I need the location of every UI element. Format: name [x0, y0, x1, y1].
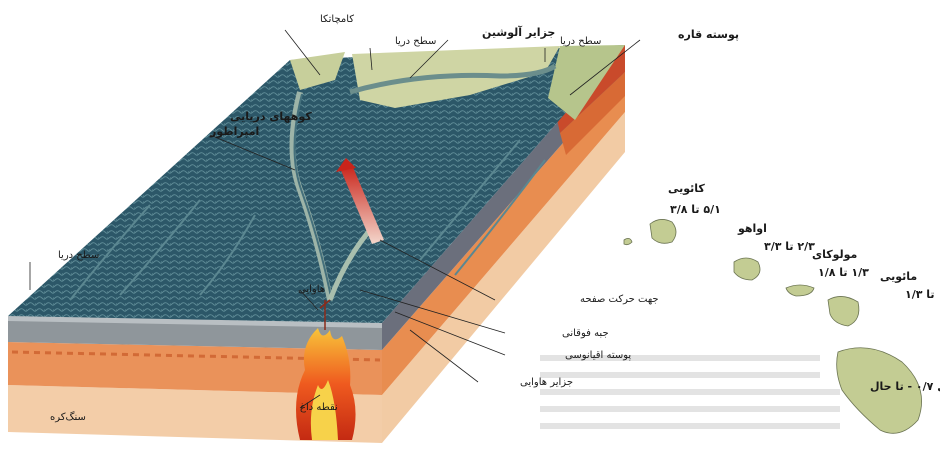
bg-text-line	[540, 406, 840, 412]
label-kamchatka: کامچاتکا	[320, 14, 354, 25]
kauai-island	[650, 219, 676, 243]
label-kauai-age: ۵/۱ تا ۳/۸	[670, 203, 721, 216]
label-sea-level-1: سطح دریا	[395, 36, 436, 47]
label-big-island: هاوایی ۰/۷ - تا حال	[870, 380, 940, 393]
bg-text-line	[540, 389, 840, 395]
label-molokai-name: مولوکای	[812, 248, 857, 261]
label-maui-name: مائویی	[880, 270, 917, 283]
label-molokai-age: ۱/۳ تا ۱/۸	[818, 266, 869, 279]
label-continental-crust: پوسته قاره	[678, 28, 739, 41]
maui-island	[828, 296, 859, 326]
molokai-island	[786, 285, 814, 296]
label-seamounts-line1: کوههای دریایی	[230, 110, 312, 123]
bg-text-line	[540, 423, 840, 429]
label-hotspot: نقطه داغ	[300, 402, 338, 413]
label-oceanic-crust: پوسته اقیانوسی	[565, 350, 631, 361]
label-sea-level-left: سطح دریا	[58, 250, 99, 261]
label-upper-mantle: جبه فوقانی	[562, 328, 609, 339]
label-sea-level-2: سطح دریا	[560, 36, 601, 47]
label-hawaii-islands: جزایر هاوایی	[520, 377, 573, 388]
island-map	[540, 219, 922, 433]
label-lithosphere: سنگ‌کره	[50, 411, 86, 423]
label-plate-motion: جهت حرکت صفحه	[580, 294, 659, 305]
label-maui-age: ۰/۸ تا ۱/۳	[905, 288, 940, 301]
label-kauai-name: کائویی	[668, 182, 705, 195]
label-oahu-name: اواهو	[737, 222, 767, 235]
bg-text-line	[540, 372, 820, 378]
label-small-hawaii: هاوایی	[298, 284, 325, 295]
label-oahu-age: ۲/۳ تا ۳/۳	[764, 240, 815, 253]
label-seamounts-line2: امپراطور	[209, 125, 259, 138]
oahu-island	[734, 258, 760, 280]
niihau-island	[624, 238, 632, 244]
label-aleutian-islands: جزایر آلوشین	[482, 25, 555, 39]
